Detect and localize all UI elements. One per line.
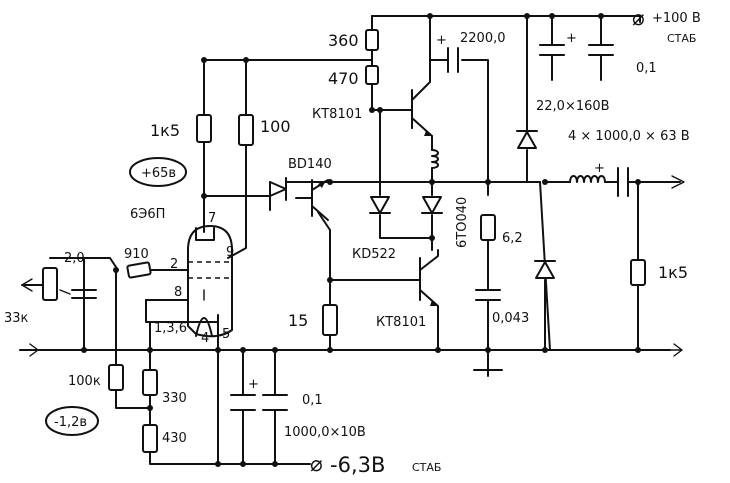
diode-rect-top [517,131,537,149]
label-kt8101-top: КТ8101 [312,107,362,122]
diode-6to040 [422,196,442,214]
resistors [42,29,646,453]
label-plus65: +65в [141,166,176,181]
resistor-100 [238,114,254,146]
capacitor-01-top [588,44,614,56]
resistor-330 [142,369,158,396]
inductor-emitter [431,149,439,169]
label-pin-136: 1,3,6 [154,321,187,336]
capacitor-22-160v [539,44,565,56]
diodes [269,130,556,279]
transistor-bd140 [295,179,329,221]
label-plus-22: + [566,31,577,46]
callout-minus12-oval [45,406,99,436]
label-6to040: 6ТО040 [455,197,470,248]
resistor-430 [142,424,158,453]
label-c0043: 0,043 [492,311,529,326]
label-plus-terminal: ⌀ [632,6,645,30]
label-minus-terminal: ⌀ [310,452,323,476]
label-plus-2200: + [436,33,447,48]
resistor-470 [365,65,379,85]
pot-wiper[interactable] [59,289,71,295]
label-supply-plus-note: СТАБ [667,32,696,45]
transistors [295,89,438,306]
label-pin-5: 5 [222,327,230,342]
label-rect-caps: 4 × 1000,0 × 63 В [568,129,690,144]
label-plus-out: + [594,161,605,176]
label-pin-2: 2 [170,257,178,272]
label-c2200: 2200,0 [460,31,506,46]
label-pin-8: 8 [174,285,182,300]
label-minus12: -1,2в [54,415,87,430]
label-r1k5-out: 1к5 [658,263,688,282]
capacitor-01-bottom [262,394,288,411]
label-r100k: 100к [68,374,101,389]
arrows [19,175,685,357]
label-supply-minus: -6,3В [330,453,385,477]
label-tube-type: 6Э6П [130,207,165,222]
capacitor-0-043 [475,289,501,301]
diode-kd522 [370,196,390,214]
transistor-kt8101-bottom [419,257,438,306]
label-r1k5: 1к5 [150,121,180,140]
label-supply-minus-note: СТАБ [412,461,441,474]
label-r360: 360 [328,31,359,50]
label-c01-top: 0,1 [636,61,657,76]
resistor-6-2 [480,214,496,241]
resistor-360 [365,29,379,51]
label-supply-plus: +100 В [652,11,701,26]
label-kt8101-bottom: КТ8101 [376,315,426,330]
resistor-33k [42,267,58,301]
resistor-1k5 [196,114,212,143]
label-c-in: 2,0 [64,251,85,266]
inductors [431,149,606,183]
label-r470: 470 [328,69,359,88]
label-pin-7: 7 [208,211,216,226]
label-r15: 15 [288,311,308,330]
label-pin-4: 4 [201,331,209,346]
diode-rect-bottom [535,261,555,279]
capacitors [71,44,629,411]
label-pin-9: 9 [226,245,234,260]
callout-plus65-oval [129,157,187,187]
label-r910: 910 [124,247,149,262]
resistor-1k5-out [630,259,646,286]
capacitor-output [617,167,629,197]
label-r100: 100 [260,117,291,136]
label-r330: 330 [162,391,187,406]
label-plus-1000: + [248,377,259,392]
label-r430: 430 [162,431,187,446]
resistor-910 [126,261,152,279]
labels: ⌀ +100 В СТАБ 360 470 КТ8101 2200,0 22,0… [4,6,701,477]
inductor-output [569,175,606,183]
capacitor-2-0 [71,289,97,299]
label-c1000: 1000,0×10В [284,425,366,440]
tube-6e6p [145,225,233,338]
label-kd522: КD522 [352,247,396,262]
resistor-15 [322,304,338,336]
transistor-kt8101-top [411,89,432,136]
label-r33k: 33к [4,311,29,326]
capacitor-1000-10v [230,394,256,411]
diode-bd140-input [269,181,287,197]
capacitor-2200 [447,47,459,73]
label-r62: 6,2 [502,231,523,246]
label-c22: 22,0×160В [536,99,610,114]
label-c01-bottom: 0,1 [302,393,323,408]
junctions [81,13,641,467]
resistor-100k [108,364,124,391]
label-bd140: ВD140 [288,157,332,172]
